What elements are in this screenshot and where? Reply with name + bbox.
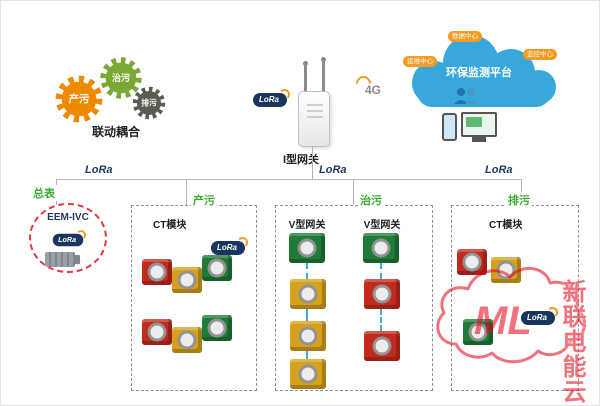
ct-module-red (364, 331, 400, 361)
ct-module-yellow (491, 257, 521, 283)
connector-bus-production (186, 179, 187, 206)
ct-module-yellow (290, 359, 326, 389)
lora-badge: LoRa (253, 89, 290, 107)
users-icon (454, 88, 478, 104)
production-module-label: CT模块 (153, 220, 187, 231)
ct-module-yellow (172, 267, 202, 293)
treatment-gateway-left-label: V型网关 (288, 220, 326, 231)
gear-discharge-label: 排污 (141, 97, 157, 107)
connector-dashed (306, 263, 308, 279)
cloud-badge-ops-center: 运维中心 (403, 56, 437, 68)
discharge-module-label: CT模块 (489, 220, 523, 231)
connector-dashed (306, 309, 308, 321)
connector-gateway-bus (312, 147, 313, 179)
ct-module-red (457, 249, 487, 275)
discharge-section-title: 排污 (506, 192, 532, 208)
meter-title: 总表 (31, 185, 57, 201)
lora-badge: LoRa (521, 307, 558, 325)
gateway-device (298, 91, 330, 147)
gateway-label: I型网关 (282, 154, 320, 166)
connector-dashed (380, 263, 382, 279)
lora-label-right: LoRa (485, 164, 513, 176)
phone-icon (442, 113, 457, 141)
4g-signal-icon: 4G (365, 83, 382, 97)
lora-badge: LoRa (211, 237, 248, 255)
treatment-gateway-right-label: V型网关 (363, 220, 401, 231)
connector-dashed (380, 309, 382, 331)
antenna-icon (321, 57, 326, 93)
connector-dashed (306, 351, 308, 359)
ct-module-yellow (290, 321, 326, 351)
cloud-icon (412, 35, 556, 107)
discharge-section-box (451, 205, 579, 391)
cloud-platform-title: 环保监测平台 (446, 67, 512, 79)
ct-module-green (463, 319, 493, 345)
gear-treatment-icon: 治污 (100, 57, 142, 99)
ct-module-red (142, 259, 172, 285)
gear-production-icon: 产污 (55, 75, 103, 123)
lora-badge: LoRa (52, 230, 87, 247)
gear-treatment-label: 治污 (112, 72, 130, 83)
lora-bus-line (56, 179, 521, 180)
lora-label-left: LoRa (85, 164, 113, 176)
production-section-title: 产污 (191, 192, 217, 208)
v-gateway-green (363, 233, 399, 263)
ct-module-yellow (172, 327, 202, 353)
ct-module-green (202, 315, 232, 341)
monitor-icon (461, 112, 497, 137)
connector-bus-treatment (353, 179, 354, 206)
antenna-icon (303, 61, 308, 93)
ct-module-red (142, 319, 172, 345)
meter-group-outline (29, 203, 107, 273)
gear-production-label: 产污 (69, 92, 90, 105)
gear-cluster-caption: 联动耦合 (91, 125, 140, 139)
cloud-badge-monitor-center: 监控中心 (523, 49, 557, 61)
ct-module-green (202, 255, 232, 281)
cloud-badge-data-center: 数据中心 (448, 31, 482, 43)
production-section-box (131, 205, 257, 391)
lora-label-center: LoRa (319, 164, 347, 176)
treatment-section-title: 治污 (358, 192, 384, 208)
v-gateway-green (289, 233, 325, 263)
meter-device-label: EEM-IVC (47, 212, 89, 223)
ct-module-yellow (290, 279, 326, 309)
motor-icon (45, 252, 80, 267)
gear-discharge-icon: 排污 (132, 86, 166, 120)
ct-module-red (364, 279, 400, 309)
